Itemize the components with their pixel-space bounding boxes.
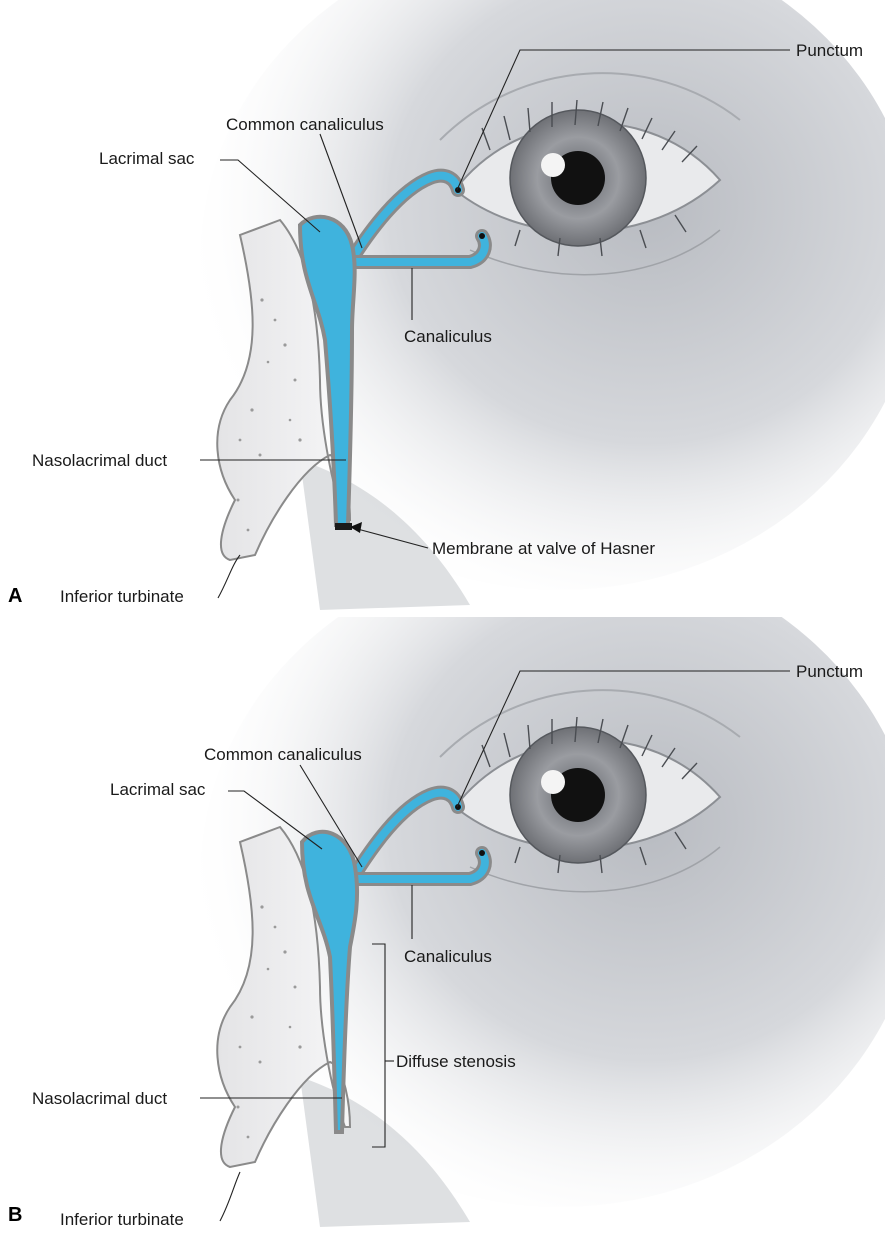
label-membrane-valve-hasner: Membrane at valve of Hasner — [432, 539, 655, 558]
hasner-membrane — [335, 523, 352, 530]
label-punctum: Punctum — [796, 662, 863, 681]
panel-letter: B — [8, 1204, 22, 1226]
label-lacrimal-sac: Lacrimal sac — [99, 149, 195, 168]
label-inferior-turbinate: Inferior turbinate — [60, 587, 184, 606]
label-common-canaliculus: Common canaliculus — [204, 745, 362, 764]
label-lacrimal-sac: Lacrimal sac — [110, 780, 206, 799]
eye-highlight — [541, 770, 565, 794]
label-diffuse-stenosis: Diffuse stenosis — [396, 1052, 516, 1071]
label-canaliculus: Canaliculus — [404, 327, 492, 346]
label-nasolacrimal-duct: Nasolacrimal duct — [32, 451, 167, 470]
label-canaliculus: Canaliculus — [404, 947, 492, 966]
panel-a-illustration: Punctum Common canaliculus Lacrimal sac … — [0, 0, 885, 617]
panel-letter: A — [8, 585, 22, 607]
panel-b: Punctum Common canaliculus Lacrimal sac … — [0, 617, 885, 1234]
label-inferior-turbinate: Inferior turbinate — [60, 1210, 184, 1229]
punctum-lower — [479, 850, 485, 856]
label-nasolacrimal-duct: Nasolacrimal duct — [32, 1089, 167, 1108]
label-punctum: Punctum — [796, 41, 863, 60]
label-common-canaliculus: Common canaliculus — [226, 115, 384, 134]
panel-b-illustration: Punctum Common canaliculus Lacrimal sac … — [0, 617, 885, 1233]
punctum-lower — [479, 233, 485, 239]
panel-a: Punctum Common canaliculus Lacrimal sac … — [0, 0, 885, 617]
eye-highlight — [541, 153, 565, 177]
